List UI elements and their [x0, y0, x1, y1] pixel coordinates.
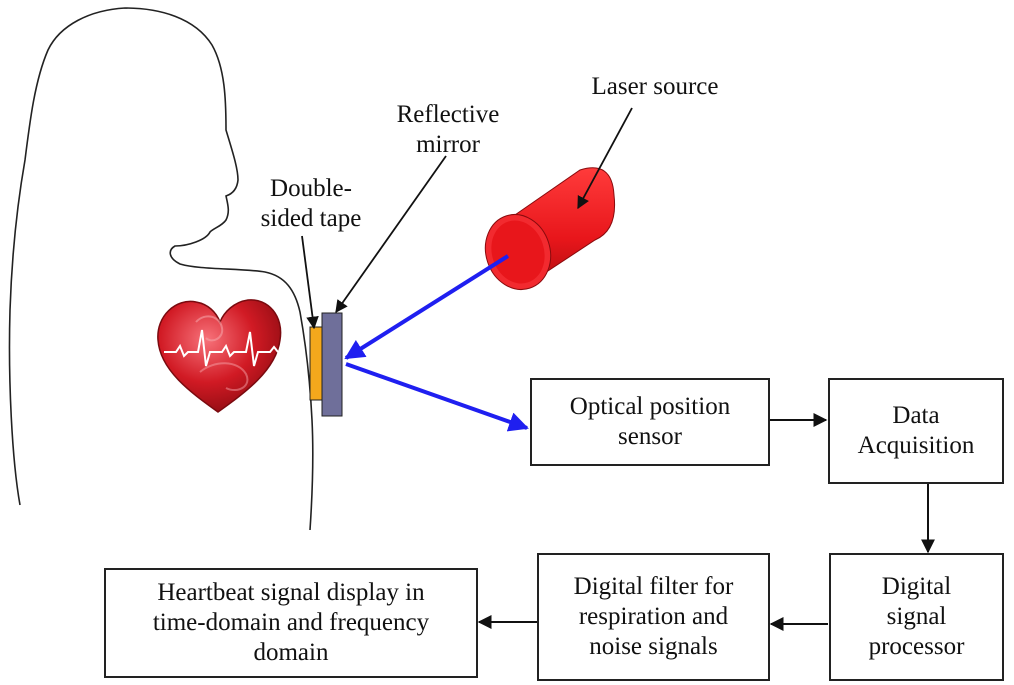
incident-laser-beam: [344, 254, 510, 360]
double-sided-tape-pointer: [301, 235, 319, 330]
data-acquisition-block: Data Acquisition: [828, 378, 1004, 484]
optical-position-sensor-text: Optical position sensor: [569, 393, 731, 450]
double-sided-tape-strip: [309, 326, 324, 401]
person-silhouette: [8, 7, 314, 531]
reflective-mirror-pointer: [335, 155, 447, 314]
data-acquisition-text: Data Acquisition: [857, 402, 975, 459]
digital-filter-block: Digital filter for respiration and noise…: [537, 553, 770, 681]
laser-source-pointer: [577, 107, 633, 210]
reflected-laser-beam: [345, 362, 529, 432]
heartbeat-display-block: Heartbeat signal display in time-domain …: [104, 568, 478, 678]
digital-signal-processor-block: Digital signal processor: [829, 553, 1004, 681]
heart-icon: [157, 299, 282, 413]
double-sided-tape-label: Double- sided tape: [260, 175, 362, 232]
laser-source-cylinder: [484, 167, 616, 290]
digital-filter-text: Digital filter for respiration and noise…: [573, 573, 734, 660]
reflective-mirror-plate: [321, 312, 343, 417]
digital-signal-processor-text: Digital signal processor: [868, 573, 965, 660]
optical-position-sensor-block: Optical position sensor: [530, 378, 770, 466]
heartbeat-display-text: Heartbeat signal display in time-domain …: [152, 579, 430, 666]
laser-source-label: Laser source: [591, 73, 719, 100]
reflective-mirror-label: Reflective mirror: [396, 101, 500, 158]
